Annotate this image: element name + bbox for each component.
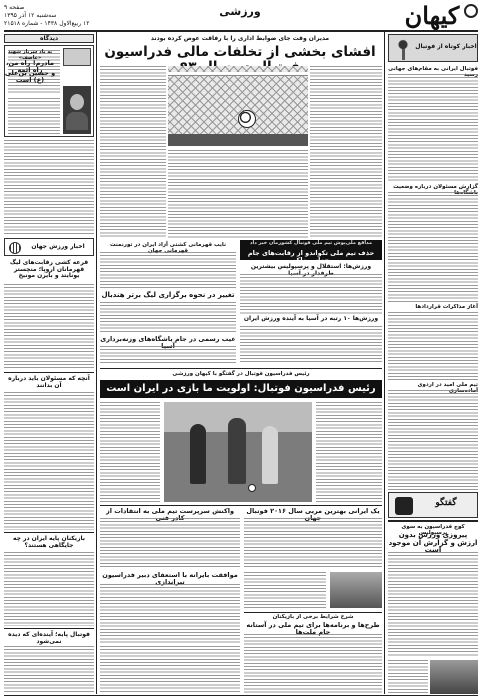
mid-heading-2: ورزش‌ها ۱۰ رتبه در آسیا به آینده ورزش ای… (243, 315, 379, 322)
left-side-heading-2: بازیکنان پایه ایران در چه جایگاهی هستند؟ (13, 535, 85, 549)
lead-text-right (310, 66, 382, 238)
masthead-rule (4, 30, 478, 32)
left-side-heading-1: آنچه که مسئولان باید درباره آن بدانند (8, 375, 90, 389)
left-box-text-lines (8, 50, 60, 94)
net-pattern (168, 66, 308, 146)
player-1 (190, 424, 206, 484)
lower-text-6 (100, 646, 240, 694)
right-rule (388, 520, 478, 522)
col-heading-1: تغییر در نحوه برگزاری لیگ برتر هندبال (101, 291, 235, 299)
globe-icon (9, 242, 21, 254)
right-bottom-headline: پیروزی ورزش بدون ارزش و گزارش آن موجود ا… (388, 531, 478, 555)
martyr-portrait (63, 86, 91, 134)
microphone-icon (395, 497, 413, 515)
left-text-block-2 (4, 284, 94, 370)
mid-heading-1: ورزش‌ها: استقلال و پرسپولیس بیشترین طرفد… (250, 263, 372, 276)
interview-logo-text: گفتگو (435, 498, 457, 508)
left-side-heading-3: فوتبال پایه؛ آینده‌ای که دیده نمی‌شود (8, 631, 90, 645)
lower-heading-5: شرح شرایط برخی از بازیکنان (272, 614, 354, 620)
lead-text-under-photo (168, 150, 308, 238)
lower-text-5 (244, 634, 382, 694)
lower-heading-3: موافقت بایرانه با استعفای دبیر فدراسیون … (102, 571, 238, 587)
lower-text-1 (244, 518, 382, 568)
masthead-logo-block: کیهان (398, 2, 478, 36)
right-bottom-photo (430, 660, 478, 694)
lower-rule-2 (244, 612, 382, 613)
pitch-grass (168, 134, 308, 146)
left-text-block-3 (4, 392, 94, 530)
goal-post (168, 72, 308, 76)
ball-icon (248, 484, 256, 492)
left-box-ornament (63, 48, 91, 66)
mid-text-2 (240, 326, 382, 364)
lower-text-2 (100, 518, 240, 568)
left-text-block-5 (4, 646, 94, 694)
football-player-icon (393, 38, 413, 60)
col-text-2 (100, 252, 236, 290)
main-text-left (100, 402, 160, 502)
football-icon (238, 110, 256, 128)
right-text-block-5 (388, 552, 478, 656)
date-persian: سه‌شنبه ۱۲ آذر ۱۳۹۵ (4, 12, 57, 19)
right-bottom-kicker: کوچ فدراسیون به سوی پرسپولیس (401, 524, 465, 537)
mid-text-1 (240, 274, 382, 314)
europe-news-headline: قرعه کشی رقابت‌های لیگ قهرمانان اروپا؛ م… (9, 259, 89, 280)
emblem-icon (464, 4, 478, 18)
left-box-text-lines-2 (8, 98, 60, 134)
right-text-block-3 (388, 312, 478, 380)
section-title: ورزشی (219, 5, 261, 18)
left-rule-3 (4, 628, 94, 629)
left-column-header: دیدگاه (4, 34, 94, 43)
lower-text-4 (100, 584, 240, 644)
left-header-text: دیدگاه (39, 35, 59, 42)
right-text-block-4 (388, 390, 478, 490)
interview-logo-box: گفتگو (388, 492, 478, 518)
world-sports-logo-text: اخبار ورزش جهان (31, 243, 85, 250)
col-text-1 (100, 302, 236, 332)
player-3 (262, 426, 278, 484)
world-sports-logo: اخبار ورزش جهان (4, 238, 94, 256)
main-story-rule (100, 368, 382, 369)
page-number: صفحه ۹ (4, 4, 25, 11)
lower-photo (330, 572, 382, 608)
main-headline-bar: رئیس فدراسیون فوتبال: اولویت ما بازی در … (100, 380, 382, 398)
lead-photo-goal-net (168, 66, 308, 146)
logo-text: کیهان (404, 1, 460, 30)
lower-rule (100, 505, 382, 506)
col-heading-2: نایب قهرمانی کشتی آزاد ایران در تورنمنت … (109, 242, 227, 254)
left-photo-box (4, 45, 94, 137)
right-column-divider (384, 32, 385, 694)
main-headline: رئیس فدراسیون فوتبال: اولویت ما بازی در … (106, 383, 376, 394)
quote-line-2: و حسین بن‌علی (ع) است (4, 69, 56, 85)
col-text-3 (100, 346, 236, 364)
short-news-banner: اخبار کوتاه از فوتبال (388, 34, 478, 62)
right-text-block-2 (388, 192, 478, 302)
date-issue: ۱۲ ربیع‌الاول ۱۴۳۸ - شماره ۲۱۵۱۸ (4, 20, 90, 27)
taekwondo-banner-headline: حذف تیم ملی تکواندو از رقابت‌های جام جها… (247, 249, 375, 265)
left-column-divider (96, 32, 97, 694)
lower-heading-4: طرح‌ها و برنامه‌ها برای تیم ملی در آستان… (246, 621, 380, 637)
right-text-block-1 (388, 74, 478, 182)
lower-text-3 (244, 572, 326, 608)
page-bottom-rule (4, 695, 478, 696)
left-rule-2 (4, 532, 94, 533)
main-photo-players (164, 402, 312, 502)
right-text-block-6 (388, 660, 428, 694)
short-news-banner-text: اخبار کوتاه از فوتبال (415, 43, 477, 50)
lead-kicker: مدیران وقت جای ضوابط اداری را با رفاقت ع… (150, 35, 330, 42)
left-text-block-4 (4, 552, 94, 626)
main-text-right (316, 402, 382, 502)
taekwondo-banner-kicker: مدافع ملی‌پوش تیم ملی فوتبال کشورمان خبر… (249, 240, 373, 246)
quote-heading: به یاد سرباز شهید «عاصف» (7, 49, 53, 61)
left-text-block-1 (4, 140, 94, 236)
right-heading-3: آغاز مذاکرات قراردادها (415, 304, 478, 310)
masthead: کیهان ورزشی صفحه ۹ سه‌شنبه ۱۲ آذر ۱۳۹۵ ۱… (0, 0, 482, 38)
left-rule-1 (4, 372, 94, 373)
taekwondo-banner: مدافع ملی‌پوش تیم ملی فوتبال کشورمان خبر… (240, 240, 382, 264)
player-2 (228, 418, 246, 484)
quote-line-1: مادرم! راه من، راه ائمه (6, 59, 54, 75)
lead-text-left (100, 66, 166, 238)
main-kicker: رئیس فدراسیون فوتبال در گفتگو با کیهان و… (172, 371, 310, 377)
